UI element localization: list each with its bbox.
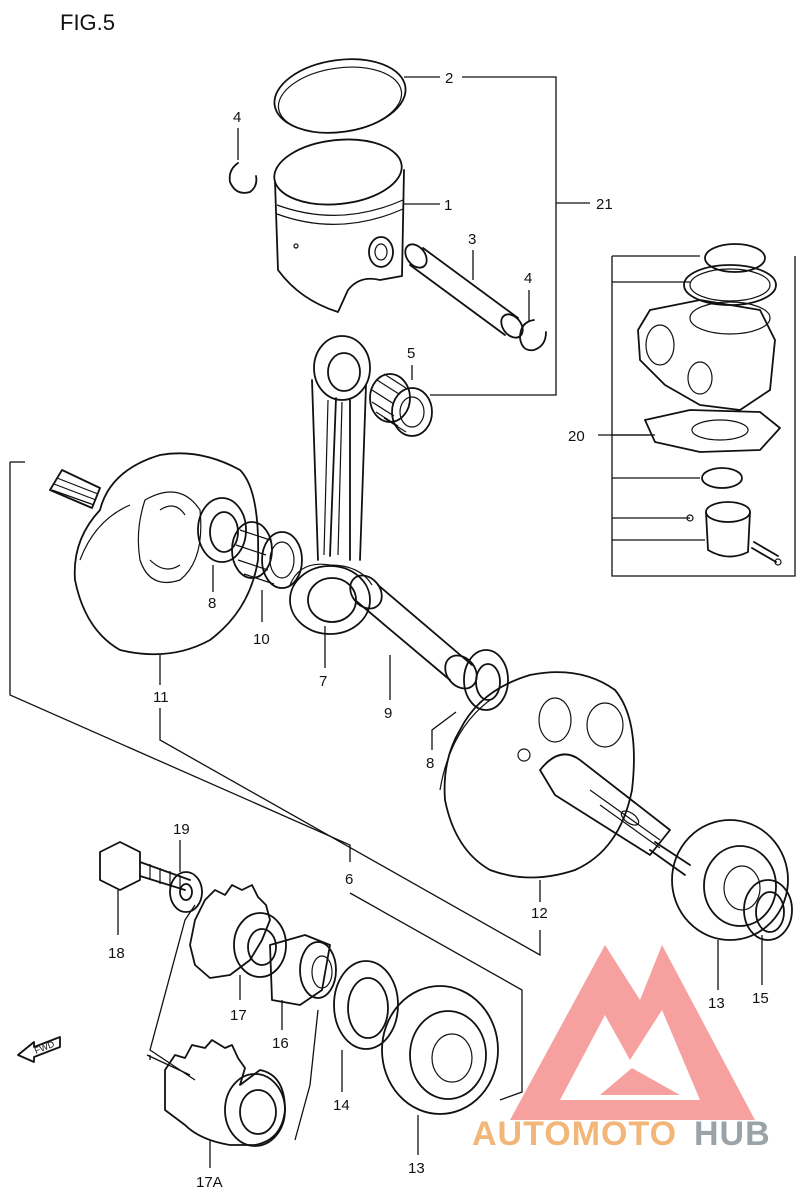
connecting-rod — [289, 335, 373, 635]
watermark-part1: AUTOMOTO — [472, 1115, 677, 1153]
callout-20: 20 — [568, 428, 585, 445]
callout-3: 3 — [468, 231, 476, 248]
callout-9: 9 — [384, 705, 392, 722]
callout-6: 6 — [345, 871, 353, 888]
leader-lines — [9, 76, 763, 1168]
callout-13-right: 13 — [708, 995, 725, 1012]
callout-labels: 2 1 21 4 3 4 5 20 8 10 7 11 9 8 19 6 12 … — [108, 70, 769, 1191]
callout-11: 11 — [153, 689, 169, 706]
callout-13-lower: 13 — [408, 1160, 425, 1177]
ball-bearing — [671, 819, 789, 941]
thrust-washer — [197, 497, 247, 563]
crank-pin — [349, 574, 478, 690]
callout-4-right: 4 — [524, 270, 532, 287]
piston-pin — [404, 243, 524, 339]
piston — [273, 138, 405, 313]
arrow-left-icon — [17, 1036, 61, 1063]
callout-7: 7 — [319, 673, 327, 690]
crankshaft-left — [49, 452, 260, 656]
callout-2: 2 — [445, 70, 453, 87]
watermark-logo — [510, 945, 755, 1120]
needle-bearing-big-end — [231, 521, 303, 589]
callout-16: 16 — [272, 1035, 289, 1052]
crankshaft-right — [439, 671, 691, 879]
circlip — [228, 162, 258, 194]
oil-seal — [743, 879, 793, 941]
callout-10: 10 — [253, 631, 270, 648]
callout-14: 14 — [333, 1097, 350, 1114]
piston-ring — [273, 58, 407, 134]
primary-gear-alt — [164, 1039, 286, 1147]
circlip — [519, 319, 547, 352]
callout-17a: 17A — [196, 1174, 223, 1191]
callout-17: 17 — [230, 1007, 247, 1024]
watermark-part2: HUB — [694, 1115, 771, 1153]
callout-8-left: 8 — [208, 595, 216, 612]
direction-marker: FWD — [17, 1036, 61, 1063]
figure-title: FIG.5 — [60, 10, 115, 35]
watermark-text: AUTOMOTO HUB — [472, 1115, 771, 1153]
bolt — [99, 841, 191, 891]
needle-bearing — [369, 373, 433, 437]
thrust-washer — [463, 649, 509, 711]
callout-15: 15 — [752, 990, 769, 1007]
callout-8-right: 8 — [426, 755, 434, 772]
washer — [169, 871, 203, 913]
ball-bearing — [381, 985, 499, 1115]
callout-18: 18 — [108, 945, 125, 962]
oil-seal — [333, 960, 399, 1050]
callout-19: 19 — [173, 821, 190, 838]
callout-21: 21 — [596, 196, 613, 213]
callout-5: 5 — [407, 345, 415, 362]
callout-1: 1 — [444, 197, 452, 214]
primary-gear — [189, 884, 287, 979]
gasket-kit-inset — [611, 243, 796, 577]
spacer — [269, 934, 337, 1006]
callout-12: 12 — [531, 905, 548, 922]
callout-4-left: 4 — [233, 109, 241, 126]
